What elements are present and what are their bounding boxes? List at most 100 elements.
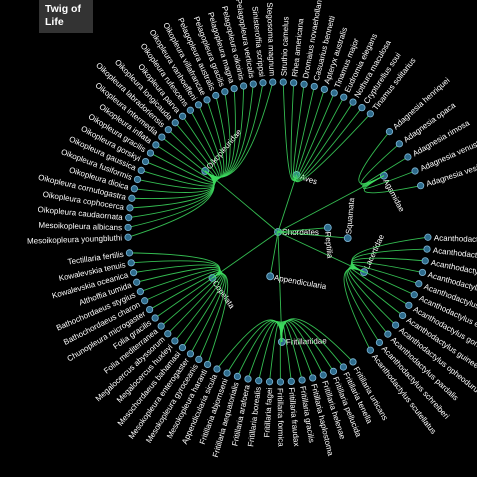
node-circle[interactable] <box>221 88 229 96</box>
node-circle[interactable] <box>424 233 432 241</box>
clade-node[interactable]: Agamidae <box>380 171 407 214</box>
node-circle[interactable] <box>358 104 366 112</box>
node-circle[interactable] <box>255 377 263 385</box>
leaf-node[interactable]: Mesoikopleura albicans <box>38 221 132 233</box>
node-circle[interactable] <box>385 128 394 136</box>
node-circle[interactable] <box>339 363 347 371</box>
clade-label: Fritillariidae <box>286 336 328 346</box>
node-circle[interactable] <box>127 259 135 267</box>
node-circle[interactable] <box>230 84 238 93</box>
node-circle[interactable] <box>265 378 274 386</box>
node-circle[interactable] <box>195 355 203 364</box>
node-circle[interactable] <box>233 372 242 381</box>
node-circle[interactable] <box>366 346 374 354</box>
node-circle[interactable] <box>249 80 257 88</box>
node-circle[interactable] <box>186 350 195 358</box>
node-circle[interactable] <box>405 301 413 309</box>
node-circle[interactable] <box>194 101 203 109</box>
leaf-node[interactable]: Fritillaria formica <box>276 378 286 447</box>
node-circle[interactable] <box>300 80 308 88</box>
node-circle[interactable] <box>375 338 384 347</box>
node-circle[interactable] <box>130 185 138 193</box>
node-circle[interactable] <box>152 141 160 149</box>
node-circle[interactable] <box>392 321 400 329</box>
node-circle[interactable] <box>157 322 165 330</box>
node-circle[interactable] <box>411 167 419 175</box>
node-circle[interactable] <box>212 91 220 100</box>
node-circle[interactable] <box>133 278 141 286</box>
node-circle[interactable] <box>349 358 357 366</box>
node-circle[interactable] <box>126 204 134 212</box>
node-circle[interactable] <box>421 257 429 265</box>
node-circle[interactable] <box>320 85 328 93</box>
node-circle[interactable] <box>171 119 179 127</box>
node-circle[interactable] <box>340 93 348 101</box>
clade-node[interactable]: Reptilia <box>323 223 335 259</box>
node-circle[interactable] <box>395 140 403 148</box>
node-circle[interactable] <box>125 249 134 257</box>
node-circle[interactable] <box>410 291 418 299</box>
node-circle[interactable] <box>203 96 211 104</box>
node-circle[interactable] <box>128 194 136 202</box>
node-circle[interactable] <box>141 297 149 305</box>
clade-node[interactable]: Squamata <box>343 197 356 243</box>
leaf-node[interactable]: Stegosoma magnum <box>265 2 277 86</box>
leaf-node[interactable]: Fritillaria fagei <box>262 378 274 438</box>
node-circle[interactable] <box>423 245 431 253</box>
node-circle[interactable] <box>151 314 159 322</box>
node-circle[interactable] <box>366 110 374 118</box>
leaf-node[interactable]: Struthio camelus <box>279 16 291 86</box>
clade-label: Reptilia <box>323 231 334 259</box>
leaf-node[interactable]: Acanthodactylus aureus <box>424 233 477 245</box>
node-circle[interactable] <box>349 98 357 106</box>
node-circle[interactable] <box>384 330 392 338</box>
node-circle[interactable] <box>244 375 252 383</box>
node-circle[interactable] <box>203 360 212 369</box>
node-circle[interactable] <box>136 288 144 296</box>
node-circle[interactable] <box>130 269 138 277</box>
node-circle[interactable] <box>125 214 133 222</box>
node-circle[interactable] <box>164 330 172 338</box>
node-circle[interactable] <box>141 157 150 166</box>
leaf-node[interactable]: Mesoikopleura youngbluthi <box>27 233 132 246</box>
node-circle[interactable] <box>329 367 338 375</box>
leaf-label: Fritillaria fagei <box>262 387 274 437</box>
node-circle[interactable] <box>269 78 277 86</box>
node-circle[interactable] <box>279 78 287 86</box>
node-circle[interactable] <box>186 106 194 114</box>
clade-node[interactable]: Appendicularia <box>266 272 328 291</box>
node-circle[interactable] <box>266 272 275 281</box>
node-circle[interactable] <box>330 89 338 97</box>
node-circle[interactable] <box>146 305 154 314</box>
node-circle[interactable] <box>171 337 179 345</box>
node-circle[interactable] <box>240 82 248 90</box>
node-circle[interactable] <box>164 126 172 134</box>
node-circle[interactable] <box>178 344 187 352</box>
node-circle[interactable] <box>146 149 155 157</box>
node-circle[interactable] <box>319 371 327 379</box>
node-circle[interactable] <box>418 268 427 277</box>
node-circle[interactable] <box>276 378 285 386</box>
node-circle[interactable] <box>259 79 267 87</box>
node-circle[interactable] <box>323 223 332 232</box>
node-circle[interactable] <box>287 377 295 386</box>
node-circle[interactable] <box>290 79 298 87</box>
clade-label: Squamata <box>344 197 356 235</box>
node-circle[interactable] <box>213 365 221 373</box>
node-circle[interactable] <box>417 182 425 190</box>
node-circle[interactable] <box>124 223 132 232</box>
node-circle[interactable] <box>343 234 352 243</box>
node-circle[interactable] <box>309 374 317 382</box>
node-circle[interactable] <box>298 376 306 384</box>
node-circle[interactable] <box>137 166 145 174</box>
node-circle[interactable] <box>178 112 187 120</box>
node-circle[interactable] <box>223 369 231 377</box>
node-circle[interactable] <box>415 280 423 288</box>
node-circle[interactable] <box>158 133 166 141</box>
node-circle[interactable] <box>124 233 132 241</box>
node-circle[interactable] <box>404 153 412 161</box>
node-circle[interactable] <box>310 82 318 91</box>
node-circle[interactable] <box>399 311 407 320</box>
node-circle[interactable] <box>133 175 142 184</box>
